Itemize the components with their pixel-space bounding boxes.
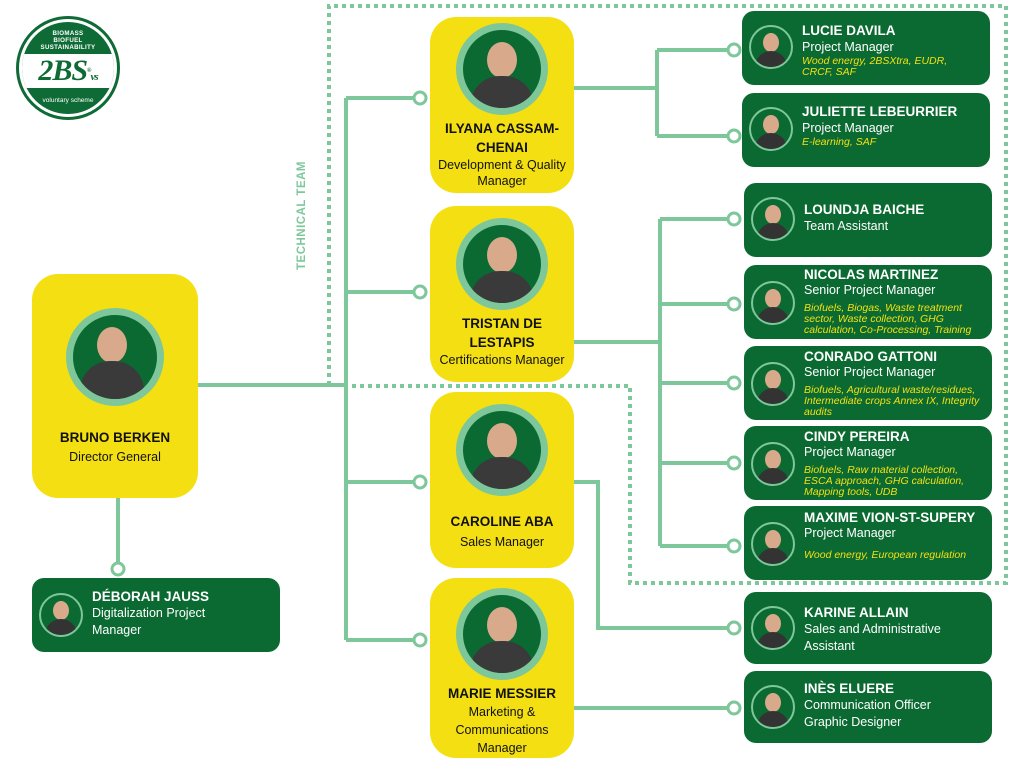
- technical-team-label: TECHNICAL TEAM: [296, 160, 308, 270]
- person-name: INÈS ELUERE: [804, 681, 895, 696]
- staff-card-cindy-pereira[interactable]: CINDY PEREIRA Project Manager Biofuels, …: [744, 426, 992, 500]
- person-name: JULIETTE LEBEURRIER: [802, 104, 958, 119]
- person-name: MARIE MESSIER: [447, 686, 556, 701]
- person-name: BRUNO BERKEN: [59, 430, 171, 445]
- avatar-caroline-aba: [456, 404, 548, 496]
- person-name: CINDY PEREIRA: [804, 429, 910, 444]
- staff-card-nicolas-martinez[interactable]: NICOLAS MARTINEZ Senior Project Manager …: [744, 265, 992, 339]
- person-specialties: E-learning, SAF: [802, 136, 877, 148]
- avatar-ilyana-cassam-chenai: [456, 23, 548, 115]
- avatar-conrado-gattoni: [751, 362, 795, 406]
- avatar-nicolas-martinez: [751, 281, 795, 325]
- avatar-cindy-pereira: [751, 442, 795, 486]
- person-name: NICOLAS MARTINEZ: [804, 267, 939, 282]
- logo-mark: 2BS®vs: [22, 54, 114, 88]
- avatar-maxime-vion-st-supery: [751, 522, 795, 566]
- person-role: Digitalization Project Manager: [92, 606, 206, 637]
- node-deborah: [110, 561, 126, 577]
- person-name: CAROLINE ABA: [450, 514, 554, 529]
- director-card[interactable]: BRUNO BERKEN Director General: [32, 274, 198, 498]
- person-specialties: Biofuels, Raw material collection, ESCA …: [804, 464, 965, 498]
- person-name: LUCIE DAVILA: [802, 23, 896, 38]
- person-role: Senior Project Manager: [804, 365, 936, 379]
- person-role: Project Manager: [802, 40, 894, 54]
- node-loundja: [726, 211, 742, 227]
- manager-card-ilyana-cassam-chenai[interactable]: ILYANA CASSAM-CHENAI Development & Quali…: [430, 17, 574, 193]
- person-name: ILYANA CASSAM-CHENAI: [444, 121, 560, 155]
- node-ilyana: [412, 90, 428, 106]
- person-name: KARINE ALLAIN: [804, 605, 909, 620]
- avatar-lucie-davila: [749, 25, 793, 69]
- person-specialties: Wood energy, 2BSXtra, EUDR, CRCF, SAF: [802, 55, 948, 78]
- person-role: Development & Quality Manager: [438, 158, 566, 188]
- person-role: Director General: [69, 450, 161, 464]
- connector-tristan-staff: [574, 217, 728, 548]
- avatar-tristan-de-lestapis: [456, 218, 548, 310]
- node-cindy: [726, 455, 742, 471]
- connector-ilyana-staff: [574, 48, 728, 138]
- person-name: DÉBORAH JAUSS: [92, 589, 210, 604]
- node-maxime: [726, 538, 742, 554]
- node-lucie: [726, 42, 742, 58]
- staff-card-juliette-lebeurrier[interactable]: JULIETTE LEBEURRIER Project Manager E-le…: [742, 93, 990, 167]
- avatar-deborah-jauss: [39, 593, 83, 637]
- manager-card-tristan-de-lestapis[interactable]: TRISTAN DE LESTAPIS Certifications Manag…: [430, 206, 574, 382]
- node-caroline: [412, 474, 428, 490]
- person-role: Marketing & Communications Manager: [455, 705, 549, 755]
- technical-team-boundary: [327, 4, 1008, 585]
- node-juliette: [726, 128, 742, 144]
- staff-card-conrado-gattoni[interactable]: CONRADO GATTONI Senior Project Manager B…: [744, 346, 992, 420]
- person-role: Communication Officer Graphic Designer: [804, 698, 931, 729]
- avatar-ines-eluere: [751, 685, 795, 729]
- person-name: CONRADO GATTONI: [804, 349, 937, 364]
- avatar-loundja-baiche: [751, 197, 795, 241]
- person-name: LOUNDJA BAICHE: [804, 202, 925, 217]
- staff-card-ines-eluere[interactable]: INÈS ELUERE Communication Officer Graphi…: [744, 671, 992, 743]
- staff-card-loundja-baiche[interactable]: LOUNDJA BAICHE Team Assistant: [744, 183, 992, 257]
- node-conrado: [726, 375, 742, 391]
- person-role: Project Manager: [804, 445, 896, 459]
- person-name: MAXIME VION-ST-SUPERY: [804, 510, 976, 525]
- person-role: Project Manager: [802, 121, 894, 135]
- person-role: Team Assistant: [804, 219, 889, 233]
- node-tristan: [412, 284, 428, 300]
- node-nicolas: [726, 296, 742, 312]
- logo-top-text: BIOMASS BIOFUEL SUSTAINABILITY: [40, 30, 96, 51]
- staff-card-karine-allain[interactable]: KARINE ALLAIN Sales and Administrative A…: [744, 592, 992, 664]
- avatar-juliette-lebeurrier: [749, 107, 793, 151]
- avatar-karine-allain: [751, 606, 795, 650]
- person-specialties: Wood energy, European regulation: [804, 549, 967, 561]
- connector-karine: [574, 480, 728, 630]
- staff-card-deborah-jauss[interactable]: DÉBORAH JAUSS Digitalization Project Man…: [32, 578, 280, 652]
- logo-bottom-text: voluntary scheme: [42, 97, 94, 104]
- node-marie: [412, 632, 428, 648]
- person-name: TRISTAN DE LESTAPIS: [462, 316, 542, 350]
- node-karine: [726, 620, 742, 636]
- person-specialties: Biofuels, Agricultural waste/residues, I…: [804, 384, 980, 418]
- person-specialties: Biofuels, Biogas, Waste treatment sector…: [804, 302, 972, 336]
- person-role: Project Manager: [804, 526, 896, 540]
- person-role: Certifications Manager: [439, 353, 565, 367]
- node-ines: [726, 700, 742, 716]
- person-role: Sales Manager: [459, 535, 545, 549]
- 2bs-logo: BIOMASS BIOFUEL SUSTAINABILITY 2BS®vs vo…: [16, 16, 120, 120]
- manager-card-caroline-aba[interactable]: CAROLINE ABA Sales Manager: [430, 392, 574, 568]
- avatar-marie-messier: [456, 588, 548, 680]
- person-role: Senior Project Manager: [804, 283, 936, 297]
- avatar-bruno-berken: [66, 308, 164, 406]
- manager-card-marie-messier[interactable]: MARIE MESSIER Marketing & Communications…: [430, 578, 574, 758]
- person-role: Sales and Administrative Assistant: [804, 622, 941, 653]
- staff-card-maxime-vion-st-supery[interactable]: MAXIME VION-ST-SUPERY Project Manager Wo…: [744, 506, 992, 580]
- staff-card-lucie-davila[interactable]: LUCIE DAVILA Project Manager Wood energy…: [742, 11, 990, 85]
